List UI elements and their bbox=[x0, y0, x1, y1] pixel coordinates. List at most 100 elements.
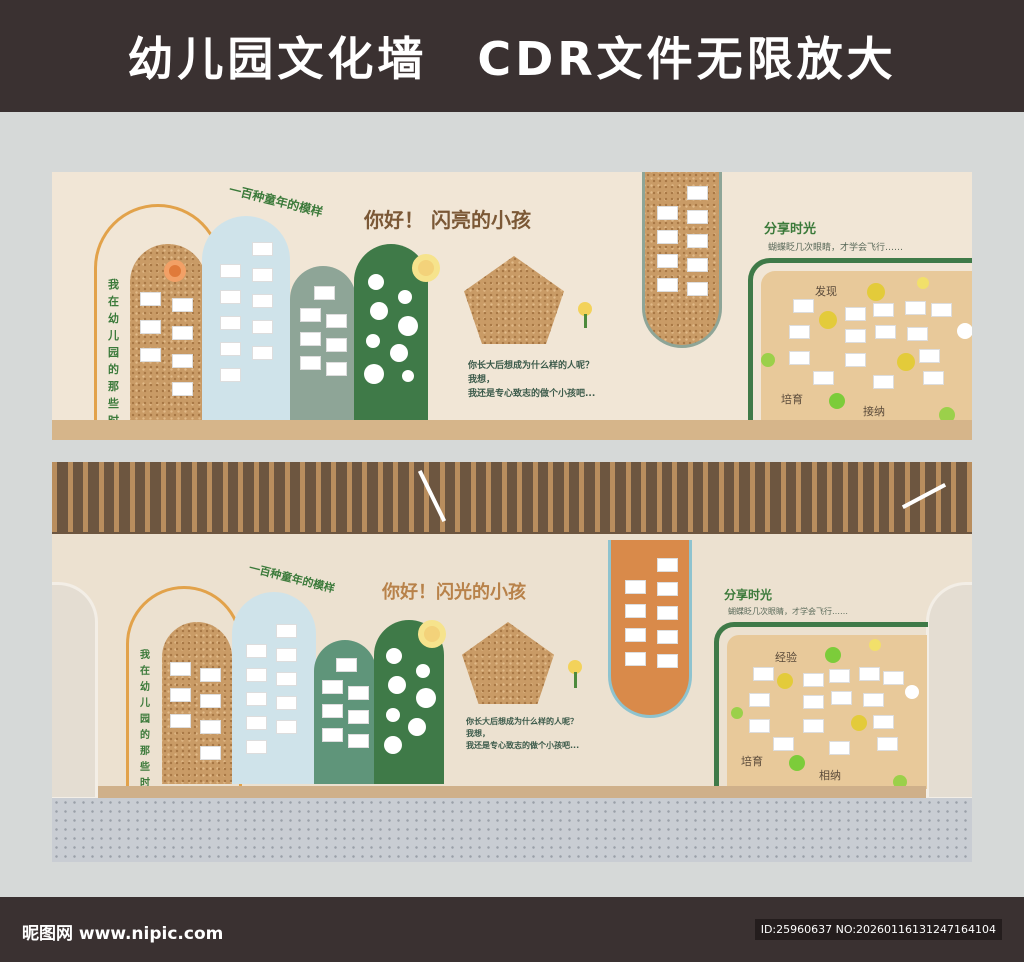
flower-icon bbox=[164, 260, 186, 282]
white-circle bbox=[390, 344, 408, 362]
photo-frame bbox=[246, 692, 267, 706]
photo-frame bbox=[252, 346, 273, 360]
deco-dot bbox=[731, 707, 743, 719]
photo-frame bbox=[300, 308, 321, 322]
render-board-label-2: 培育 bbox=[741, 755, 763, 768]
ceiling-slat bbox=[966, 462, 972, 532]
tulip-petal bbox=[578, 302, 592, 316]
cork-arch bbox=[162, 622, 232, 784]
ceiling-slat bbox=[222, 462, 228, 532]
floor-strip bbox=[52, 420, 972, 440]
photo-frame bbox=[200, 746, 221, 760]
pentagon-cork-board bbox=[462, 622, 554, 704]
photo-frame bbox=[687, 258, 708, 272]
photo-frame bbox=[657, 254, 678, 268]
render-share-title: 分享时光 bbox=[724, 588, 773, 602]
photo-frame bbox=[220, 368, 241, 382]
photo-frame bbox=[829, 669, 850, 683]
ceiling-slat bbox=[594, 462, 600, 532]
photo-frame bbox=[813, 371, 834, 385]
photo-frame bbox=[322, 728, 343, 742]
answer-text-1: 我想， bbox=[468, 375, 496, 385]
ceiling-slat bbox=[935, 462, 941, 532]
photo-frame bbox=[859, 667, 880, 681]
board-label-3: 接纳 bbox=[863, 405, 885, 418]
ceiling-slat bbox=[563, 462, 569, 532]
white-circle bbox=[416, 688, 436, 708]
photo-frame bbox=[348, 734, 369, 748]
ceiling-slat bbox=[687, 462, 693, 532]
board-label-2: 培育 bbox=[781, 393, 803, 406]
render-heading: 你好！闪光的小孩 bbox=[382, 582, 526, 603]
photo-frame bbox=[905, 301, 926, 315]
sunflower-icon bbox=[412, 254, 440, 282]
ceiling-slat bbox=[842, 462, 848, 532]
ceiling-slat bbox=[827, 462, 832, 532]
flat-design-panel: 一百种童年的模样 我在幼儿园的那些时光 你好！ 闪亮的小孩 你长大后想成为什么样… bbox=[52, 172, 972, 440]
photo-frame bbox=[336, 658, 357, 672]
nipic-logo[interactable]: 昵图网 www.nipic.com bbox=[22, 924, 224, 944]
photo-frame bbox=[657, 606, 678, 620]
deco-dot bbox=[957, 323, 972, 339]
photo-frame bbox=[875, 325, 896, 339]
arc-text: 一百种童年的模样 bbox=[227, 182, 325, 220]
ceiling-slat bbox=[331, 462, 336, 532]
ceiling-slat bbox=[517, 462, 522, 532]
photo-frame bbox=[687, 282, 708, 296]
ceiling-slat bbox=[145, 462, 150, 532]
white-circle bbox=[408, 718, 426, 736]
photo-frame bbox=[326, 314, 347, 328]
ceiling-slat bbox=[114, 462, 119, 532]
photo-frame bbox=[314, 286, 335, 300]
photo-frame bbox=[625, 580, 646, 594]
ceiling-slat bbox=[315, 462, 321, 532]
ceiling-slat bbox=[610, 462, 615, 532]
ceiling-slat bbox=[656, 462, 662, 532]
ceiling-slat bbox=[83, 462, 88, 532]
ceiling-slat bbox=[703, 462, 708, 532]
board-label-1: 发现 bbox=[815, 285, 837, 298]
photo-frame bbox=[657, 230, 678, 244]
photo-frame bbox=[907, 327, 928, 341]
ceiling-slat bbox=[548, 462, 553, 532]
photo-frame bbox=[793, 299, 814, 313]
white-circle bbox=[366, 334, 380, 348]
white-circle bbox=[364, 364, 384, 384]
photo-frame bbox=[252, 242, 273, 256]
share-subtitle: 蝴蝶眨几次眼睛，才学会飞行…… bbox=[768, 243, 904, 253]
photo-frame bbox=[657, 630, 678, 644]
white-circle bbox=[370, 302, 388, 320]
photo-frame bbox=[140, 320, 161, 334]
image-id-label: ID:25960637 NO:20260116131247164104 bbox=[754, 919, 1002, 940]
orange-pill-board bbox=[608, 540, 692, 718]
light-blue-arch bbox=[202, 216, 290, 420]
photo-frame bbox=[923, 371, 944, 385]
photo-frame bbox=[749, 693, 770, 707]
photo-frame bbox=[657, 278, 678, 292]
photo-frame bbox=[172, 354, 193, 368]
photo-frame bbox=[200, 668, 221, 682]
photo-frame bbox=[252, 268, 273, 282]
bubble-3 bbox=[897, 353, 915, 371]
render-arc-text: 一百种童年的模样 bbox=[247, 561, 337, 596]
photo-frame bbox=[276, 672, 297, 686]
photo-frame bbox=[773, 737, 794, 751]
photo-frame bbox=[789, 351, 810, 365]
deco-dot bbox=[893, 775, 907, 789]
terrazzo-floor bbox=[52, 798, 972, 862]
photo-frame bbox=[200, 694, 221, 708]
photo-frame bbox=[883, 671, 904, 685]
ceiling-slat bbox=[346, 462, 352, 532]
photo-frame bbox=[326, 362, 347, 376]
photo-frame bbox=[348, 710, 369, 724]
photo-frame bbox=[657, 558, 678, 572]
photo-frame bbox=[919, 349, 940, 363]
photo-frame bbox=[220, 290, 241, 304]
cork-pill-board bbox=[642, 172, 722, 348]
white-circle bbox=[388, 676, 406, 694]
right-doorway bbox=[926, 582, 972, 800]
photo-frame bbox=[276, 648, 297, 662]
tulip-icon bbox=[566, 660, 584, 688]
white-circle bbox=[402, 370, 414, 382]
photo-frame bbox=[873, 303, 894, 317]
